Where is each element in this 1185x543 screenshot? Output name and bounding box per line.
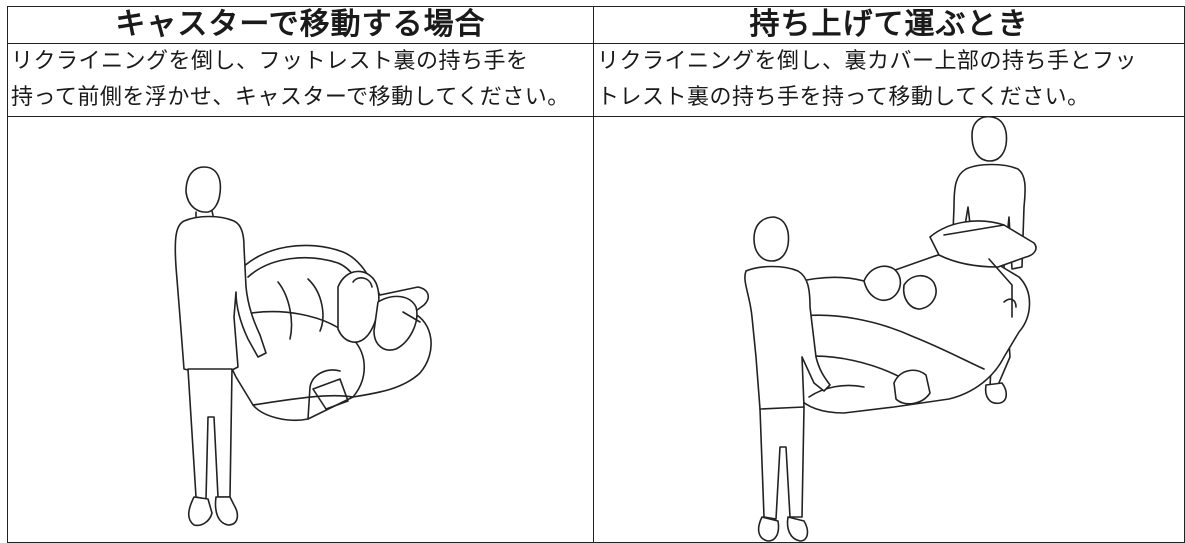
left-description: リクライニングを倒し、フットレスト裏の持ち手を 持って前側を浮かせ、キャスターで… xyxy=(7,43,594,117)
front-person-drawing xyxy=(744,216,831,542)
left-heading: キャスターで移動する場合 xyxy=(7,6,594,44)
person-drawing xyxy=(174,166,267,527)
right-illustration-cell xyxy=(593,116,1185,543)
moving-instructions-sheet: キャスターで移動する場合 持ち上げて運ぶとき リクライニングを倒し、フットレスト… xyxy=(7,6,1185,543)
illustration-row xyxy=(7,116,1185,543)
left-illustration-cell xyxy=(7,116,594,543)
carrying-illustration xyxy=(744,117,1037,542)
right-description: リクライニングを倒し、裏カバー上部の持ち手とフッ トレスト裏の持ち手を持って移動… xyxy=(593,43,1185,117)
heading-row: キャスターで移動する場合 持ち上げて運ぶとき xyxy=(7,6,1185,44)
massage-chair-drawing xyxy=(223,244,432,421)
instruction-table: キャスターで移動する場合 持ち上げて運ぶとき リクライニングを倒し、フットレスト… xyxy=(7,6,1185,543)
right-heading: 持ち上げて運ぶとき xyxy=(593,6,1185,44)
caster-moving-illustration xyxy=(174,166,432,527)
description-row: リクライニングを倒し、フットレスト裏の持ち手を 持って前側を浮かせ、キャスターで… xyxy=(7,43,1185,117)
carried-chair-drawing xyxy=(773,220,1037,414)
